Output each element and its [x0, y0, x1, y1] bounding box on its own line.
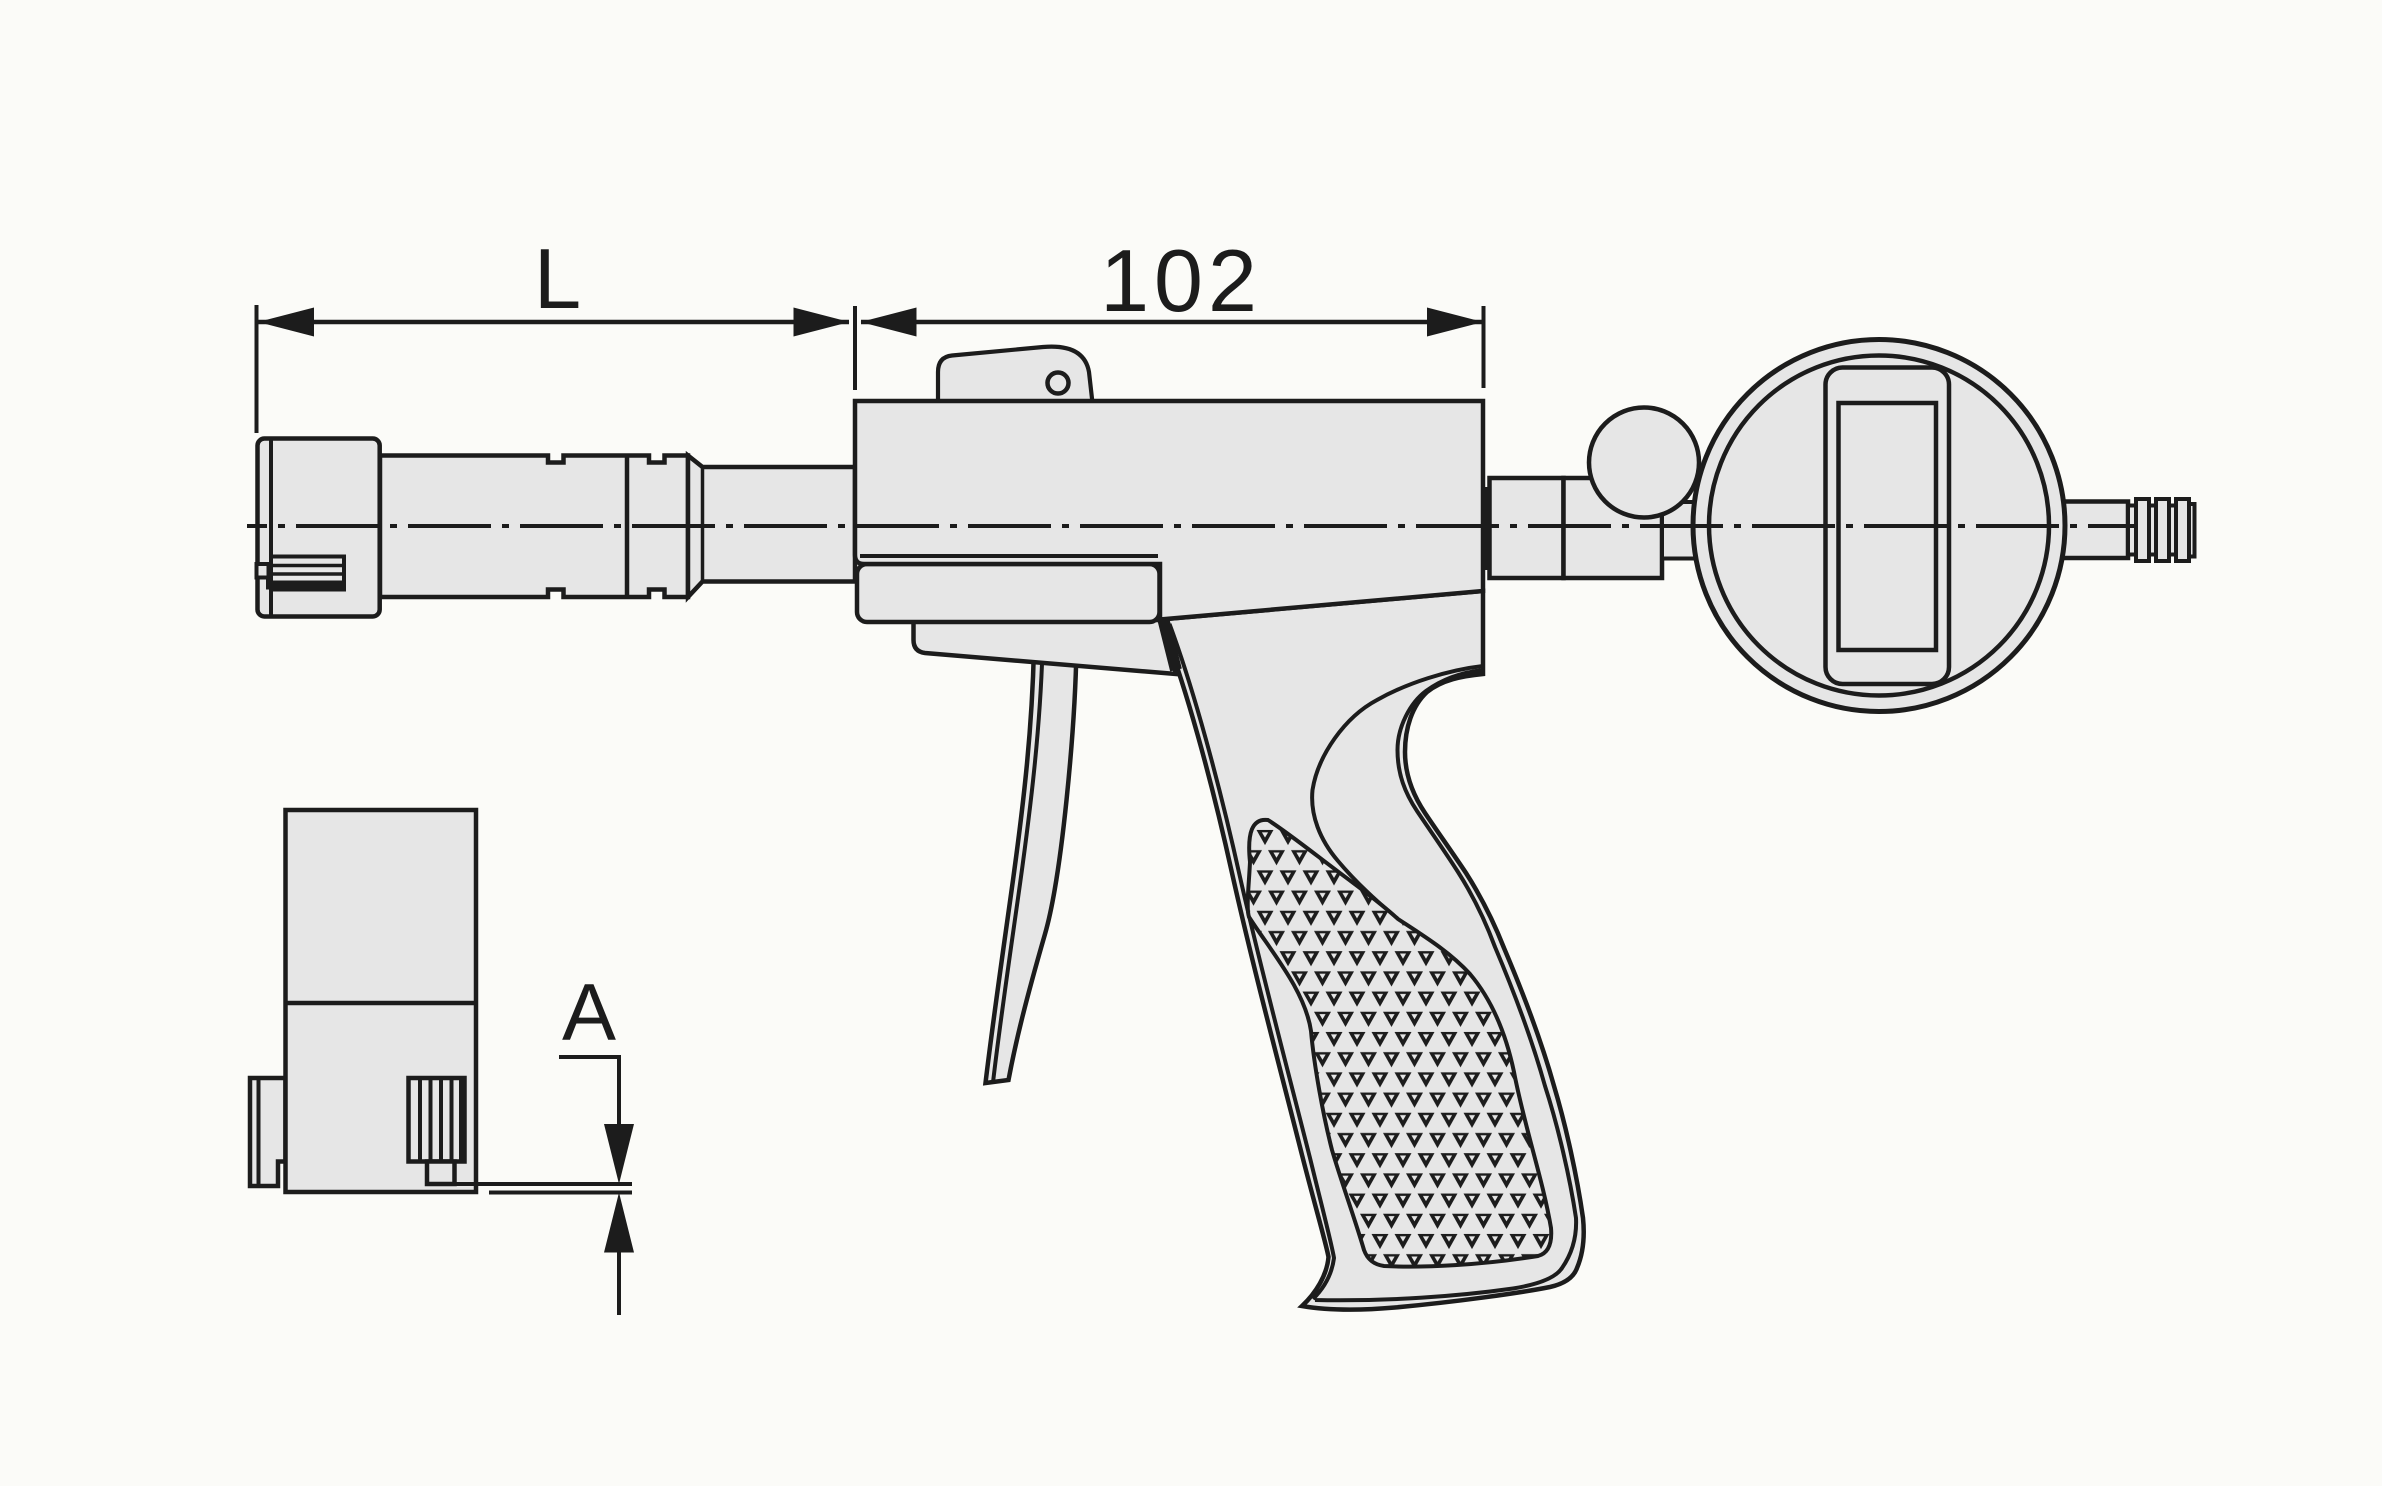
svg-text:102: 102 [1100, 231, 1262, 330]
svg-text:L: L [534, 232, 581, 327]
svg-text:A: A [562, 968, 616, 1058]
